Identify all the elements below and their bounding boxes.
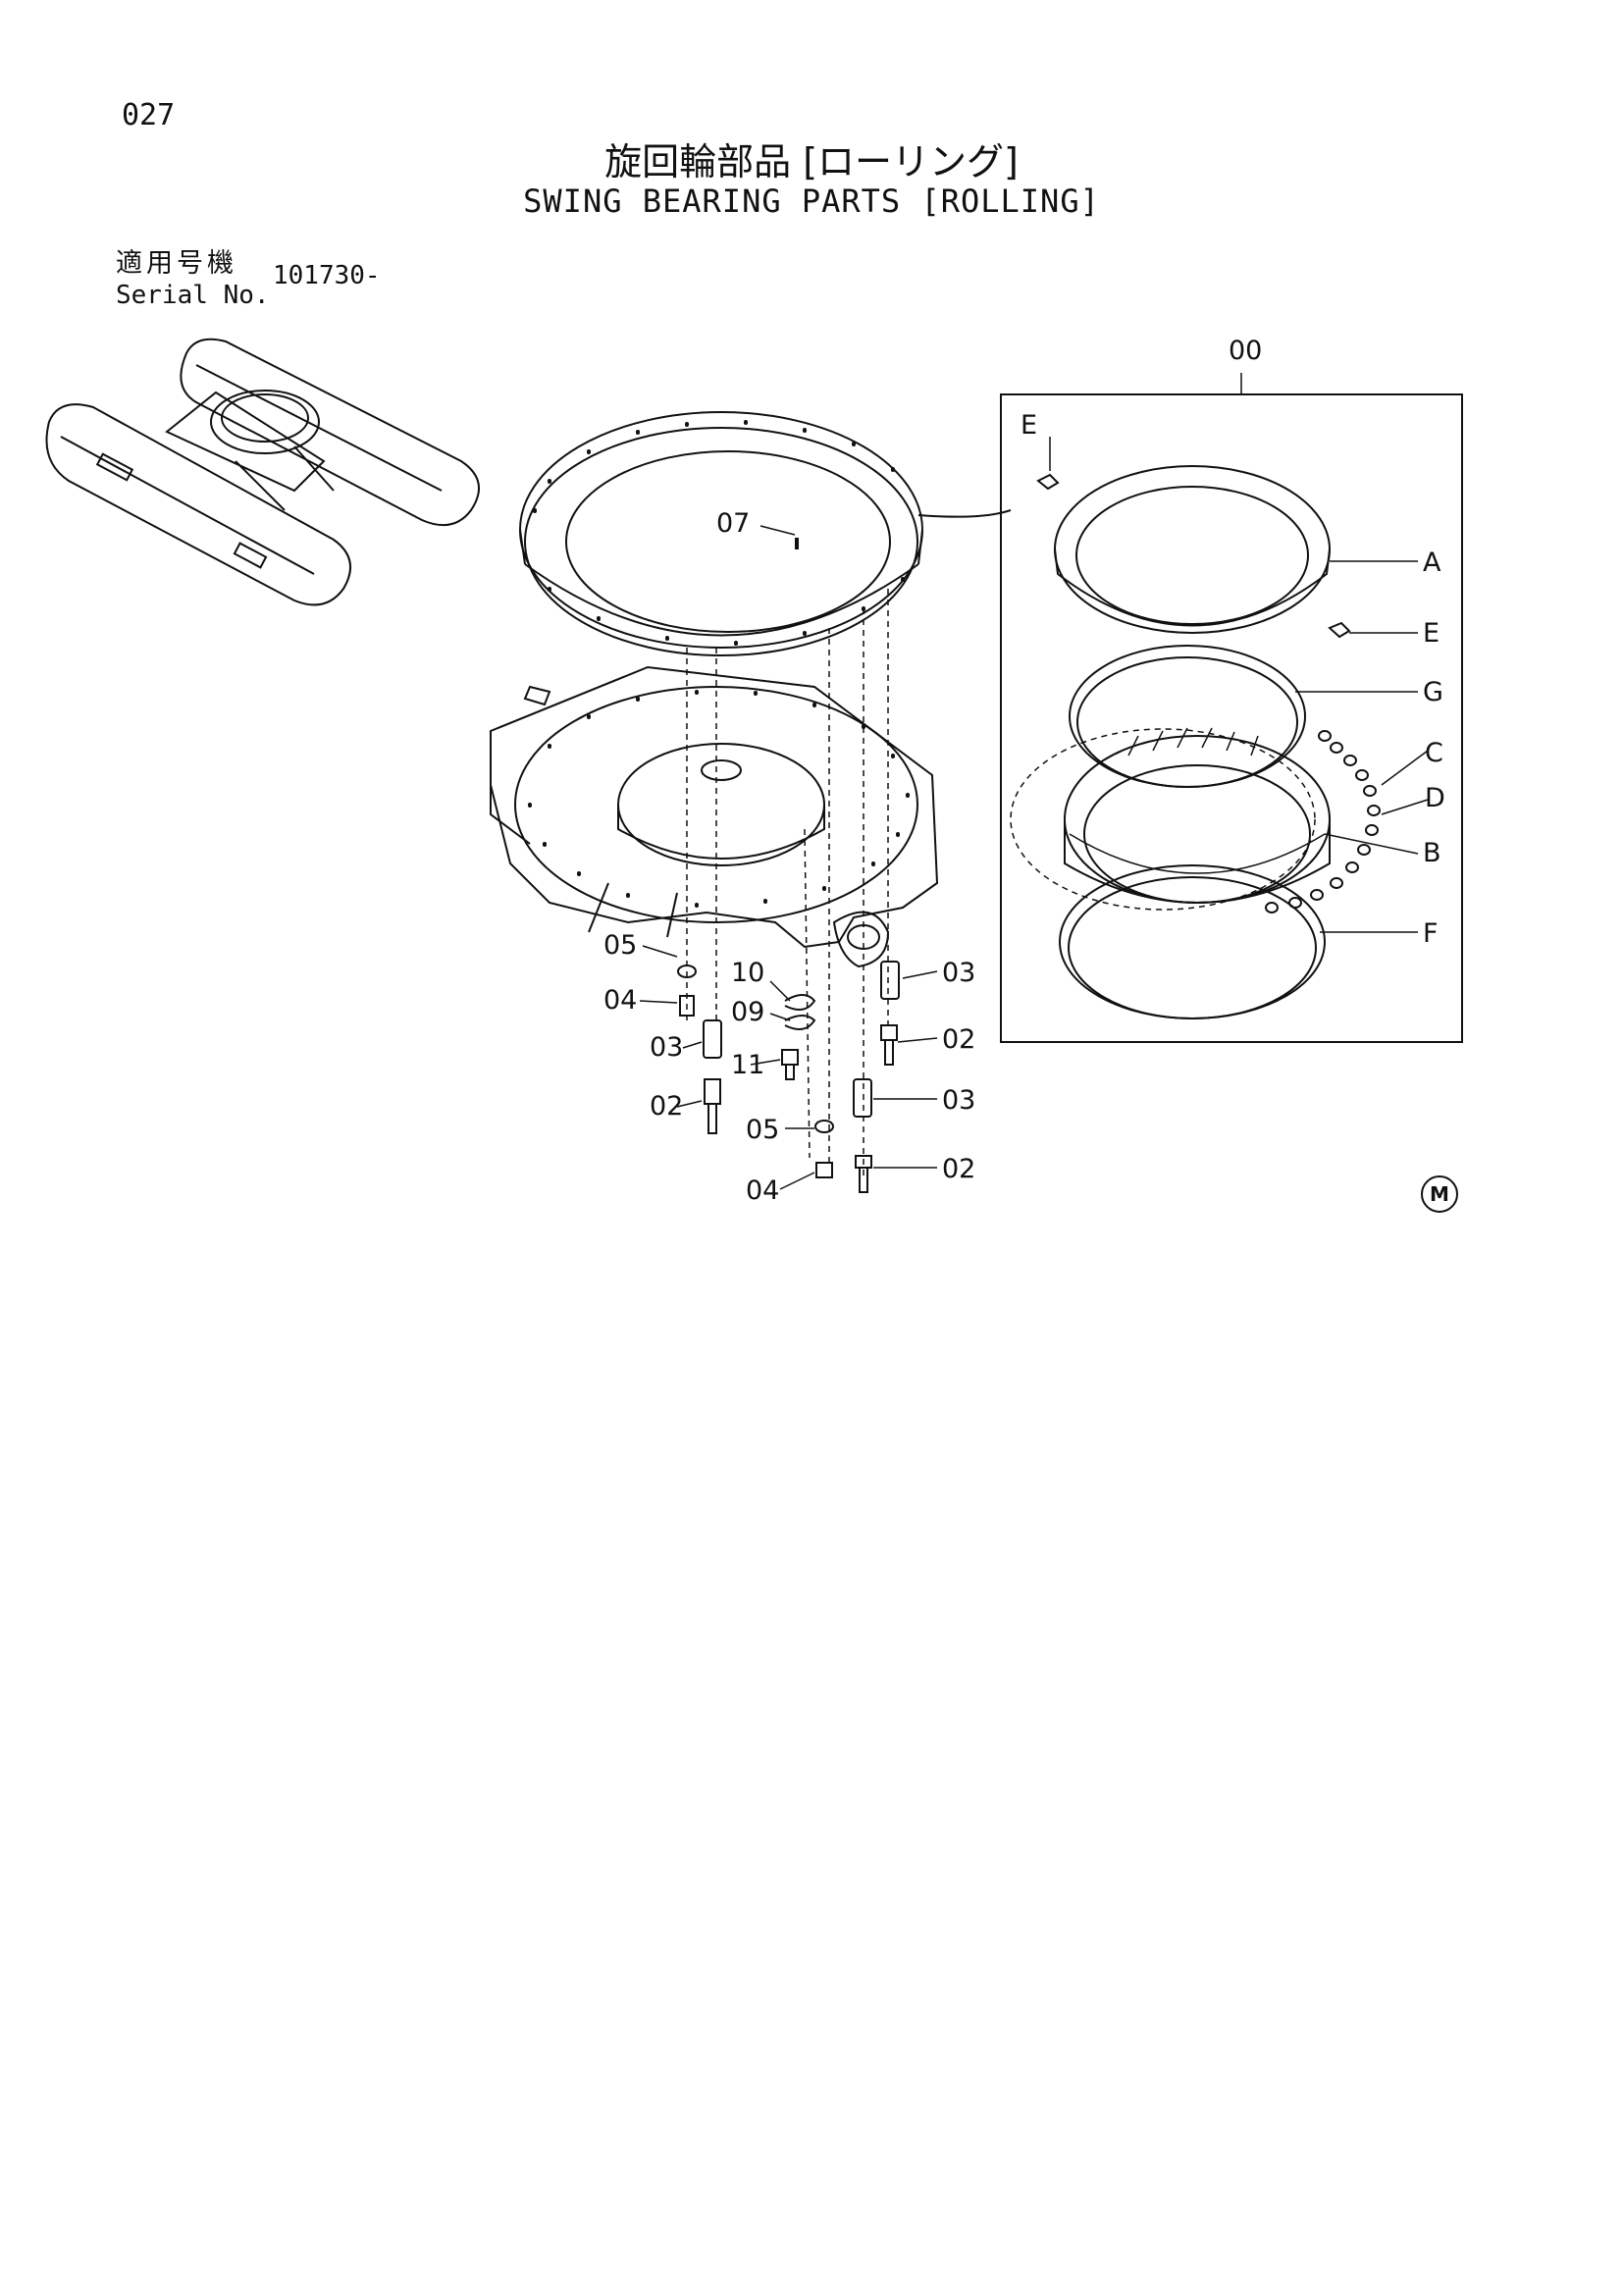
serial-label-english: Serial No. [116,281,270,310]
m-mark-badge: M [1421,1175,1458,1213]
callout-02-left: 02 [650,1091,683,1122]
guide-lines [686,589,889,1177]
callout-00: 00 [1229,336,1262,366]
exploded-assembly-box [1000,373,1463,1043]
callout-02-right-upper: 02 [942,1024,975,1055]
callout-10: 10 [731,958,764,988]
callout-F: F [1423,918,1439,949]
rollers [1265,730,1381,913]
callout-D: D [1425,783,1445,813]
callout-B: B [1423,838,1441,868]
callout-A: A [1423,548,1441,578]
page-title-japanese: 旋回輪部品 [ローリング] [604,140,1019,183]
fastener-stack-right [814,961,900,1193]
callout-labels: 00 07 05 04 03 02 10 09 11 05 04 03 02 0… [603,336,1445,1206]
fastener-stack-left [677,965,816,1134]
callout-05-upper: 05 [603,930,637,961]
callout-04-upper: 04 [603,985,637,1016]
callout-03-right-lower: 03 [942,1085,975,1116]
leader-lines [639,525,938,1190]
callout-C: C [1425,738,1443,768]
revolving-frame [490,665,939,968]
callout-03-left: 03 [650,1032,683,1063]
callout-G: G [1423,677,1443,707]
serial-label-japanese: 適用号機 [116,248,237,279]
serial-number-value: 101730- [273,261,381,290]
callout-E-right: E [1423,618,1440,649]
undercarriage-thumbnail [45,338,480,606]
callout-02-right-lower: 02 [942,1154,975,1184]
page-number: 027 [122,98,176,132]
callout-04-lower: 04 [746,1175,779,1206]
callout-11: 11 [731,1050,764,1080]
callout-03-right-upper: 03 [942,958,975,988]
swing-bearing-ring-main [519,411,1012,656]
callout-09: 09 [731,997,764,1027]
page-title-english: SWING BEARING PARTS [ROLLING] [523,183,1100,220]
callout-E-top: E [1021,410,1037,441]
callout-07: 07 [716,508,750,539]
callout-05-lower: 05 [746,1115,779,1145]
